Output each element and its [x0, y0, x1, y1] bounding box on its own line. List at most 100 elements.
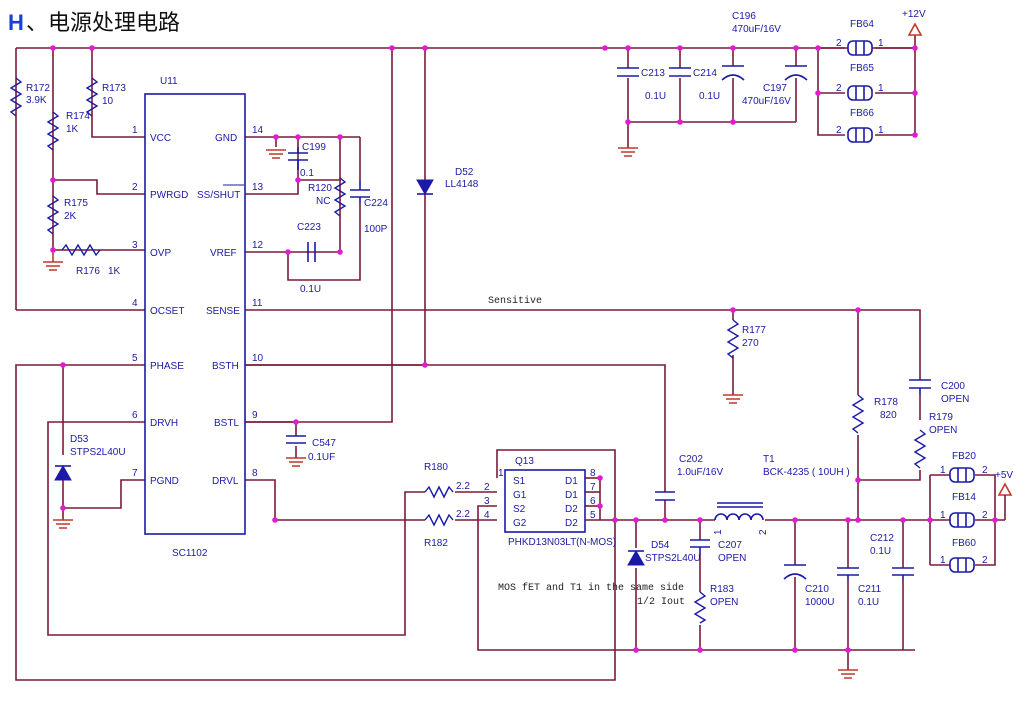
r175-ref: R175 — [64, 198, 88, 209]
ic-ref: U11 — [160, 76, 178, 87]
ground-icon — [286, 457, 306, 467]
ic-right-pin-name: BSTL — [214, 418, 239, 429]
resistors — [9, 77, 927, 624]
ic-right-pin-num: 9 — [252, 410, 258, 421]
c199-value: 0.1 — [300, 168, 314, 179]
d52-symbol — [416, 179, 434, 196]
mosfet-pin-name: S1 — [513, 476, 526, 487]
mosfet-pin-num: 4 — [484, 510, 490, 521]
r176-ref: R176 — [76, 266, 100, 277]
fb65-symbol — [847, 85, 873, 101]
ic-left-pin-num: 4 — [132, 298, 138, 309]
fb66-symbol — [847, 127, 873, 143]
mosfet-pin-num: 7 — [590, 482, 596, 493]
mosfet-ref: Q13 — [515, 456, 534, 467]
c200-value: OPEN — [941, 394, 969, 405]
ic-u11: U11 SC1102 VCC 1 PWRGD 2 OVP 3 OCSET 4 P… — [132, 76, 264, 559]
c223-symbol — [307, 242, 316, 262]
ic-left-pin-name: OVP — [150, 248, 171, 259]
c214-symbol — [669, 67, 691, 77]
c211-symbol — [837, 567, 859, 580]
d54-value: STPS2L40U — [645, 553, 701, 564]
r120-symbol — [333, 177, 347, 217]
ic-left-pin-num: 6 — [132, 410, 138, 421]
power-symbols: +12V +5V — [902, 9, 1013, 520]
fb-pin: 1 — [878, 125, 884, 136]
mosfet-q13: Q13 PHKD13N03LT(N-MOS) S1 G1 S2 G2 1 2 3… — [484, 456, 616, 548]
fb20-ref: FB20 — [952, 451, 976, 462]
mosfet-part: PHKD13N03LT(N-MOS) — [508, 537, 616, 548]
r173-ref: R173 — [102, 83, 126, 94]
r173-value: 10 — [102, 96, 114, 107]
mosfet-pin-name: G2 — [513, 518, 527, 529]
ground-icon — [618, 147, 638, 157]
inductor-t1: 1 2 — [713, 502, 769, 535]
d52-value: LL4148 — [445, 179, 479, 190]
fb66-ref: FB66 — [850, 108, 874, 119]
iout-note: 1/2 Iout — [637, 596, 685, 608]
ic-part: SC1102 — [172, 548, 208, 559]
r180-symbol — [424, 485, 454, 499]
c224-symbol — [350, 180, 370, 203]
fb64-ref: FB64 — [850, 19, 874, 30]
d52-ref: D52 — [455, 167, 474, 178]
fb-pin: 1 — [878, 38, 884, 49]
r174-value: 1K — [66, 124, 79, 135]
fb60-symbol — [949, 557, 975, 573]
d53-value: STPS2L40U — [70, 447, 126, 458]
d54-ref: D54 — [651, 540, 670, 551]
ic-right-pin-name: BSTH — [212, 361, 239, 372]
mos-note: MOS fET and T1 in the same side — [498, 582, 684, 594]
r179-symbol — [913, 429, 927, 469]
r174-symbol — [46, 111, 60, 151]
power-5v-label: +5V — [995, 470, 1013, 481]
ic-left-pin-name: PHASE — [150, 361, 184, 372]
c213-value: 0.1U — [645, 91, 666, 102]
ground-symbols — [43, 147, 858, 679]
ic-left-pin-name: OCSET — [150, 306, 184, 317]
r178-value: 820 — [880, 410, 897, 421]
c197-value: 470uF/16V — [742, 96, 791, 107]
c214-ref: C214 — [693, 68, 717, 79]
fb14-ref: FB14 — [952, 492, 976, 503]
r173-symbol — [85, 77, 99, 117]
c211-value: 0.1U — [858, 597, 879, 608]
c223-ref: C223 — [297, 222, 321, 233]
c196-ref: C196 — [732, 11, 756, 22]
c207-symbol — [690, 539, 710, 555]
r180-ref: R180 — [424, 462, 448, 473]
ic-left-pin-num: 7 — [132, 468, 138, 479]
c207-ref: C207 — [718, 540, 742, 551]
fb60-ref: FB60 — [952, 538, 976, 549]
c223-value: 0.1U — [300, 284, 321, 295]
mosfet-pin-num: 1 — [498, 468, 504, 479]
c212-value: 0.1U — [870, 546, 891, 557]
c202-value: 1.0uF/16V — [677, 467, 723, 478]
ic-right-pin-name: GND — [215, 133, 237, 144]
c547-value: 0.1UF — [308, 452, 335, 463]
c199-ref: C199 — [302, 142, 326, 153]
ic-right-pin-num: 14 — [252, 125, 264, 136]
ic-left-pin-name: VCC — [150, 133, 171, 144]
r120-value: NC — [316, 196, 330, 207]
fb-pin: 1 — [940, 510, 946, 521]
fb20-symbol — [949, 467, 975, 483]
r179-ref: R179 — [929, 412, 953, 423]
r179-value: OPEN — [929, 425, 957, 436]
ic-right-pin-name: SENSE — [206, 306, 240, 317]
junctions — [50, 45, 998, 653]
ic-right-pin-num: 8 — [252, 468, 258, 479]
d54-symbol — [627, 549, 645, 566]
mosfet-pin-num: 6 — [590, 496, 596, 507]
r172-ref: R172 — [26, 83, 50, 94]
power-5v-icon — [997, 482, 1013, 496]
ic-left-pin-name: DRVH — [150, 418, 178, 429]
d53-symbol — [54, 464, 72, 481]
wires — [15, 35, 1005, 681]
mosfet-pin-name: D1 — [565, 490, 578, 501]
fb-pin: 2 — [836, 125, 842, 136]
notes: Sensitive MOS fET and T1 in the same sid… — [488, 295, 685, 608]
r172-value: 3.9K — [26, 95, 47, 106]
fb-pin: 2 — [982, 510, 988, 521]
r183-ref: R183 — [710, 584, 734, 595]
